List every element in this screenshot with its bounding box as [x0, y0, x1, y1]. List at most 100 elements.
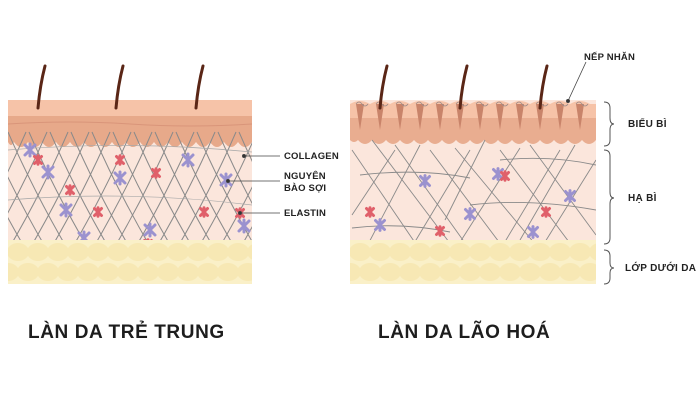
epidermis-bracket: [603, 101, 615, 147]
wrinkle-wedge: [376, 104, 384, 130]
collagen-fiber: [91, 131, 153, 251]
wrinkle-wedge: [556, 104, 564, 130]
fat-cell: [350, 243, 371, 261]
collagen-fiber: [70, 131, 132, 251]
young-epidermis-line: [8, 121, 252, 127]
collagen-fiber: [364, 144, 421, 251]
fat-cell: [77, 263, 99, 281]
fat-cell: [499, 263, 521, 281]
fat-cell: [227, 243, 249, 261]
wrinkle-mark: [495, 101, 509, 107]
collagen-fiber: [539, 159, 596, 251]
collagen-fiber: [91, 131, 153, 251]
fat-cell: [389, 243, 411, 261]
wrinkle-wedge: [416, 104, 424, 130]
wrinkle-wedge: [476, 104, 484, 130]
fibroblast-cell: [143, 222, 157, 238]
wrinkle-wedge: [396, 104, 404, 130]
collagen-fiber: [28, 131, 90, 251]
fat-cell: [187, 243, 209, 261]
fibroblast-cell: [564, 189, 576, 203]
collagen-fiber: [469, 201, 596, 211]
aging-epidermis-band: [350, 118, 596, 144]
wrinkle-mark: [475, 101, 489, 107]
hair: [538, 64, 549, 110]
wrinkle-wedge: [356, 104, 364, 130]
fat-cell: [197, 263, 219, 281]
collagen-fiber: [154, 131, 216, 251]
elastin-label: ELASTIN: [284, 208, 327, 219]
collagen-fiber: [351, 149, 421, 251]
fibroblast-cell: [527, 225, 539, 239]
young-epidermis-band: [8, 116, 252, 147]
fat-cell: [529, 243, 551, 261]
collagen-fiber: [8, 176, 48, 251]
fibroblast-cell: [492, 167, 504, 181]
aging-fat-blobs: [350, 243, 596, 281]
fat-cell: [569, 243, 591, 261]
wrinkle-mark: [435, 101, 449, 107]
fibroblast-cell: [23, 142, 37, 158]
fibroblast-cell: [181, 152, 195, 168]
fat-cell: [350, 263, 361, 281]
collagen-label: COLLAGEN: [284, 151, 339, 162]
collagen-fiber: [8, 131, 48, 214]
collagen-fiber: [499, 149, 561, 251]
elastin-marker: [33, 154, 43, 166]
elastin-marker: [541, 206, 551, 218]
fat-cell: [549, 243, 571, 261]
collagen-fiber: [444, 139, 486, 221]
fibroblast-label-line1: NGUYÊN: [284, 171, 326, 182]
wrinkle-mark: [375, 101, 389, 107]
wrinkle-mark: [355, 101, 369, 107]
fat-cell: [127, 243, 149, 261]
aging-wrinkle-wedges: [356, 104, 584, 130]
collagen-fiber: [0, 132, 5, 250]
layer-brackets: [603, 101, 615, 285]
fat-cell: [8, 243, 29, 261]
fat-cell: [67, 243, 89, 261]
wrinkle-leader: [566, 61, 587, 104]
fat-cell: [419, 263, 441, 281]
dermis-label: HẠ BÌ: [628, 193, 657, 204]
fat-cell: [87, 243, 109, 261]
elastin-leader-dot: [237, 210, 242, 215]
collagen-fiber: [499, 149, 576, 251]
collagen-fiber: [409, 149, 471, 251]
fat-cell: [589, 243, 596, 261]
elastin-marker: [93, 206, 103, 218]
young-collagen-mesh: [0, 131, 252, 251]
subcutaneous-bracket: [603, 249, 615, 285]
fat-cell: [409, 243, 431, 261]
fat-cell: [489, 243, 511, 261]
wrinkle-mark: [575, 101, 589, 107]
fat-cell: [449, 243, 471, 261]
collagen-fiber: [351, 149, 396, 216]
young-epidermis-top: [8, 100, 252, 118]
fibroblast-cell: [59, 202, 73, 218]
fibroblast-cell: [41, 164, 55, 180]
leader-lines-left: [225, 153, 280, 215]
collagen-fiber: [70, 131, 132, 251]
fat-cell: [429, 243, 451, 261]
wrinkle-mark: [415, 101, 429, 107]
fat-cell: [399, 263, 421, 281]
collagen-fiber: [133, 131, 195, 251]
collagen-fiber: [112, 131, 174, 251]
fibroblast-cell: [419, 174, 431, 188]
fat-cell: [137, 263, 159, 281]
fat-cell: [217, 263, 239, 281]
aging-wrinkle-marks: [355, 101, 589, 107]
fat-cell: [17, 263, 39, 281]
collagen-fiber: [133, 131, 195, 251]
dermis-bracket: [603, 149, 615, 245]
fat-cell: [559, 263, 581, 281]
collagen-fiber: [0, 132, 5, 250]
aging-hairs: [378, 64, 549, 110]
fat-cell: [167, 243, 189, 261]
collagen-fiber: [8, 131, 69, 251]
fat-cell: [47, 243, 69, 261]
elastin-marker: [500, 170, 510, 182]
elastin-marker: [151, 167, 161, 179]
fibroblast-cell: [237, 218, 251, 234]
